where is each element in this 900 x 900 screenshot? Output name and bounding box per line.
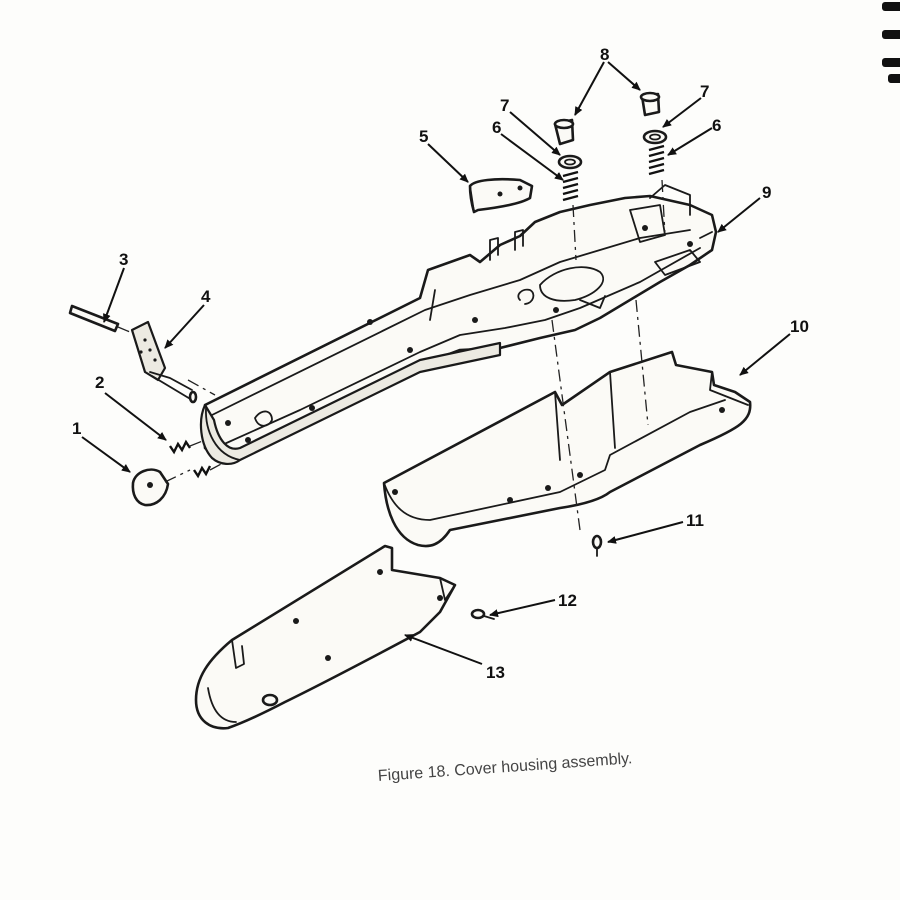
part-9-cover-housing [199, 184, 718, 465]
callout-8: 8 [600, 45, 609, 64]
part-11-screw [591, 534, 603, 557]
parts-6-7-8-right-stack [639, 91, 668, 176]
callout-13: 13 [486, 663, 505, 682]
callout-11: 11 [686, 511, 704, 530]
part-13-cover-shield [194, 544, 457, 730]
part-3-pin [68, 304, 131, 333]
callout-4: 4 [201, 287, 211, 306]
callout-5: 5 [419, 127, 428, 146]
parts-6-7-8-left-stack [553, 118, 583, 202]
callout-12: 12 [558, 591, 577, 610]
callout-labels: 1 2 3 4 5 6 6 7 7 8 9 10 11 12 13 [72, 45, 809, 682]
callout-6-left: 6 [492, 118, 501, 137]
callout-9: 9 [762, 183, 771, 202]
callout-10: 10 [790, 317, 809, 336]
callout-3: 3 [119, 250, 128, 269]
callout-7-right: 7 [700, 82, 709, 101]
part-12-screw [470, 608, 495, 620]
callout-7-left: 7 [500, 96, 509, 115]
part-5-bracket [468, 177, 534, 214]
assembly-center-lines [187, 179, 666, 531]
callout-2: 2 [95, 373, 104, 392]
binding-edge-marks [876, 0, 900, 90]
callout-6-right: 6 [712, 116, 721, 135]
part-1-latch [131, 468, 191, 507]
callout-1: 1 [72, 419, 81, 438]
part-2-springs [169, 439, 226, 479]
callout-leaders [81, 61, 791, 665]
part-4-lever [130, 320, 198, 404]
part-10-lower-cover [382, 350, 752, 548]
